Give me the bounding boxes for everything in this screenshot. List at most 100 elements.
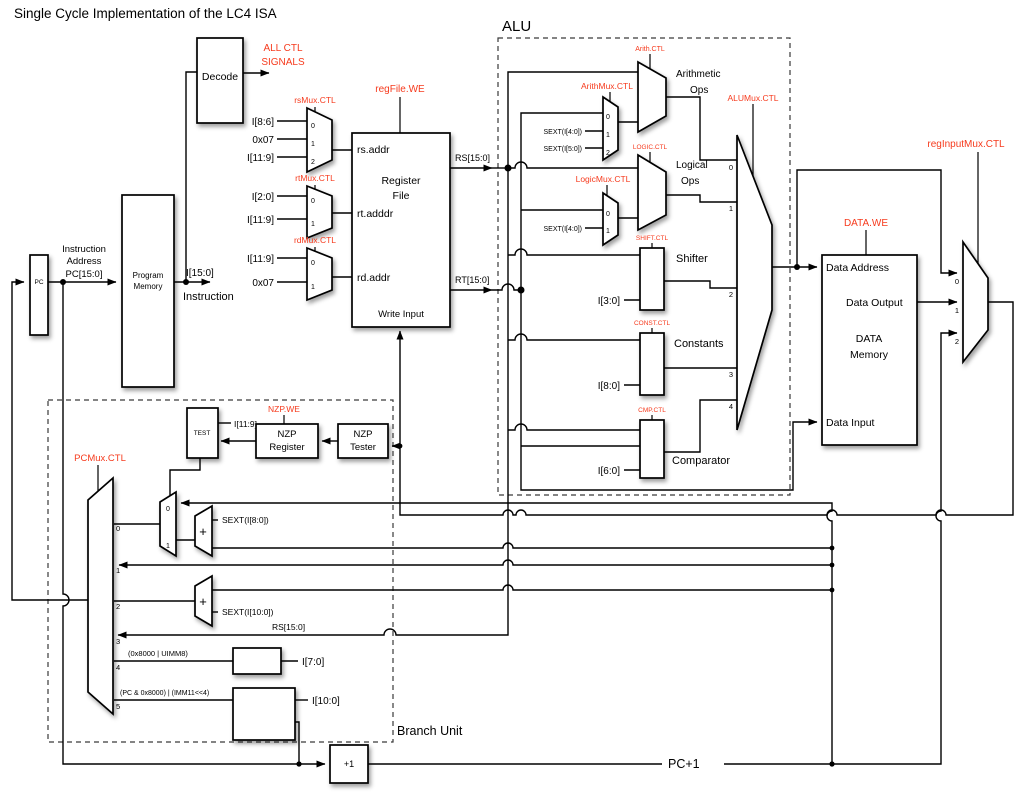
wire-arith-to-alumux: [666, 96, 737, 161]
regfile-name-1: Register: [381, 175, 421, 187]
junction-dot: [397, 443, 403, 449]
ticks-alu-ctl: [606, 54, 754, 420]
wire-writeback: [396, 301, 1014, 516]
imm11-label: (PC & 0x8000) | (IMM11<<4): [120, 690, 209, 697]
wire-pcplus1-right: [724, 329, 958, 765]
rtmux-in1: 1: [311, 221, 315, 228]
pc-box: [29, 254, 49, 336]
dmem-name-2: Memory: [850, 349, 889, 361]
wire-rtmux-inputs: [277, 195, 307, 220]
i7-0-label: I[7:0]: [302, 657, 324, 668]
regfile-name-2: File: [393, 190, 410, 202]
uimm8-logic-box: [232, 647, 282, 675]
pcmux-in2: 2: [116, 602, 120, 611]
all-ctl-label-1: ALL CTL: [263, 43, 303, 54]
test-box: [186, 407, 219, 459]
comparator-label: Comparator: [672, 455, 730, 467]
wire-rdmux-inputs: [277, 257, 307, 283]
regfile-rd-port: rd.addr: [357, 272, 391, 284]
sext-i40-label: SEXT(I[4:0]): [543, 129, 582, 136]
reginputmux-ctl-label: regInputMux.CTL: [927, 139, 1005, 150]
i11-9-label: I[11:9]: [247, 215, 274, 226]
regfile-rt-port: rt.adddr: [357, 208, 394, 220]
wire-pc-rail: [62, 282, 326, 768]
wires: [11, 54, 1014, 768]
data-memory-box: [821, 254, 918, 446]
i11-9-label: I[11:9]: [247, 153, 274, 164]
rs-mux: [306, 106, 333, 174]
wire-sext-stubs: [585, 130, 603, 229]
program-memory-label-1: Program: [133, 271, 164, 280]
program-memory-box: [121, 194, 175, 388]
plus-one-label: +1: [344, 759, 354, 769]
adder1-plus: +: [199, 524, 207, 539]
pcmux-in4: 4: [116, 663, 120, 672]
wire-imm-stubs: [624, 299, 640, 471]
rt15-0-label: RT[15:0]: [455, 275, 489, 285]
instr-addr-label-1: Instruction: [62, 244, 106, 255]
instr-addr-label-3: PC[15:0]: [66, 269, 103, 280]
rsmux-in2: 2: [311, 159, 315, 166]
sext-i100-label: SEXT(I[10:0]): [222, 607, 274, 617]
i6-0-label: I[6:0]: [598, 466, 620, 477]
pcmux-in1: 1: [116, 566, 120, 575]
rsmux-in1: 1: [311, 141, 315, 148]
shifter-box: [639, 247, 665, 311]
shifter-label: Shifter: [676, 253, 708, 265]
rtmux-in0: 0: [311, 198, 315, 205]
pcmux-in0: 0: [116, 524, 120, 533]
ticks-dmem-ctl: [865, 152, 979, 264]
wire-rs-to-logical: [508, 161, 638, 169]
pc-mux: [87, 476, 114, 716]
program-memory-label-2: Memory: [134, 282, 163, 291]
alu-mux: [736, 134, 773, 431]
wire-rsmux-inputs: [277, 120, 307, 158]
pcmux-ctl-label: PCMux.CTL: [74, 453, 126, 464]
rsmux-in0: 0: [311, 123, 315, 130]
data-we-label: DATA.WE: [844, 218, 888, 229]
logicmux-in0: 0: [606, 211, 610, 218]
branch-unit-label: Branch Unit: [397, 724, 463, 738]
logicmux-in1: 1: [606, 228, 610, 235]
cmp-ctl-label: CMP.CTL: [638, 407, 666, 414]
i8-6-label: I[8:6]: [252, 117, 274, 128]
adder2-plus: +: [199, 594, 207, 609]
arithmetic-ops-label-2: Ops: [690, 85, 708, 96]
reginputmux-in1: 1: [955, 306, 959, 315]
junction-dot: [829, 562, 835, 568]
junction-dot: [794, 264, 800, 270]
arithmetic-ops-unit: [637, 60, 667, 134]
wire-rt-rail-to-data-input: [520, 112, 818, 491]
rtmux-ctl-label: rtMux.CTL: [295, 173, 335, 183]
reginputmux-in2: 2: [955, 337, 959, 346]
logical-ops-label-1: Logical: [676, 160, 708, 171]
decode-box: [196, 37, 244, 124]
junction-dot: [504, 164, 512, 172]
pc-plus-1-label: PC+1: [668, 757, 700, 771]
wire-pcplus1-rail: [180, 499, 833, 764]
wire-pcplus1-to-pcmux1: [118, 559, 832, 569]
dmem-in-port: Data Input: [826, 417, 875, 429]
wire-rs-to-shifter: [508, 248, 640, 256]
rdmux-in1: 1: [311, 284, 315, 291]
logic-mux: [602, 191, 619, 247]
test-label: TEST: [194, 430, 211, 437]
alu-section-outline: [497, 37, 791, 496]
page-title: Single Cycle Implementation of the LC4 I…: [14, 6, 277, 21]
pcmux-in5: 5: [116, 702, 120, 711]
alumux-in4: 4: [729, 402, 733, 411]
instruction-label: Instruction: [183, 291, 234, 303]
arith-mux: [602, 95, 619, 162]
junction-dot: [296, 761, 302, 767]
logic-ctl-label: LOGIC.CTL: [633, 144, 668, 151]
alumux-ctl-label: ALUMux.CTL: [727, 93, 778, 103]
i11-9-test-label: I[11:9]: [234, 419, 257, 429]
wire-instruction-to-decode: [185, 71, 197, 282]
wire-pc-tap-to-box2: [295, 721, 300, 764]
wire-alu-out-to-reginputmux: [796, 169, 958, 277]
adder2: [194, 574, 213, 628]
nzp-tester-label-1: NZP: [354, 429, 373, 440]
adder1: [194, 504, 213, 558]
dmem-name-1: DATA: [856, 333, 882, 345]
rdmux-in0: 0: [311, 260, 315, 267]
